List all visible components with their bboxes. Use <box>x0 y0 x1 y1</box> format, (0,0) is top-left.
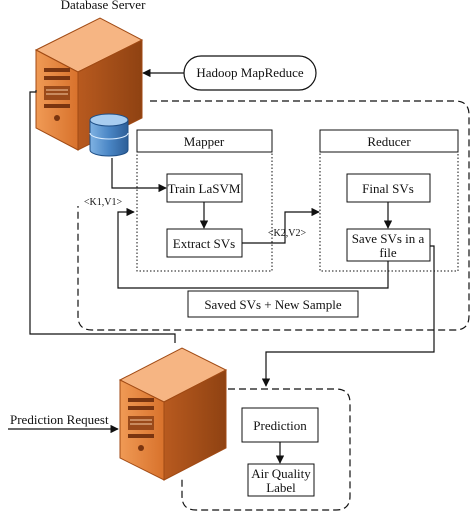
reducer-body <box>319 151 459 272</box>
air-quality-box <box>247 463 315 497</box>
mapreduce-region <box>77 100 470 331</box>
reducer-header <box>319 129 459 153</box>
saved-svs-box <box>187 290 359 318</box>
save-to-prediction-arrow <box>261 245 435 387</box>
air-quality-label-line1: Air Quality <box>251 466 311 481</box>
extract-svs-box <box>166 228 243 258</box>
extract-svs-label: Extract SVs <box>173 236 235 251</box>
prediction-box <box>241 407 319 443</box>
save-svs-label-line1: Save SVs in a <box>352 231 425 246</box>
prediction-region <box>181 388 351 511</box>
final-svs-label: Final SVs <box>362 181 414 196</box>
air-quality-label-line2: Label <box>266 480 296 495</box>
saved-svs-label: Saved SVs + New Sample <box>204 297 342 312</box>
database-server-title: Database Server <box>61 0 146 12</box>
kv1-label: <K1,V1> <box>84 197 123 208</box>
kv2-label: <K2,V2> <box>268 228 307 239</box>
final-svs-box <box>346 173 431 203</box>
mapper-body <box>136 151 273 272</box>
save-feedback-loop <box>117 207 389 289</box>
database-cylinder-icon <box>89 113 129 157</box>
prediction-server-icon <box>118 347 228 481</box>
hadoop-mapreduce-label: Hadoop MapReduce <box>196 65 303 80</box>
prediction-label: Prediction <box>253 418 307 433</box>
prediction-request-label: Prediction Request <box>10 412 109 427</box>
train-lasvm-label: Train LaSVM <box>168 181 241 196</box>
reducer-title: Reducer <box>367 134 411 149</box>
db-to-train-arrow <box>111 158 167 193</box>
save-svs-label-line2: file <box>379 245 397 260</box>
mapper-title: Mapper <box>184 134 225 149</box>
save-svs-box <box>346 228 431 262</box>
extract-to-reducer-arrow <box>242 207 320 244</box>
server-connection-line <box>29 90 176 343</box>
